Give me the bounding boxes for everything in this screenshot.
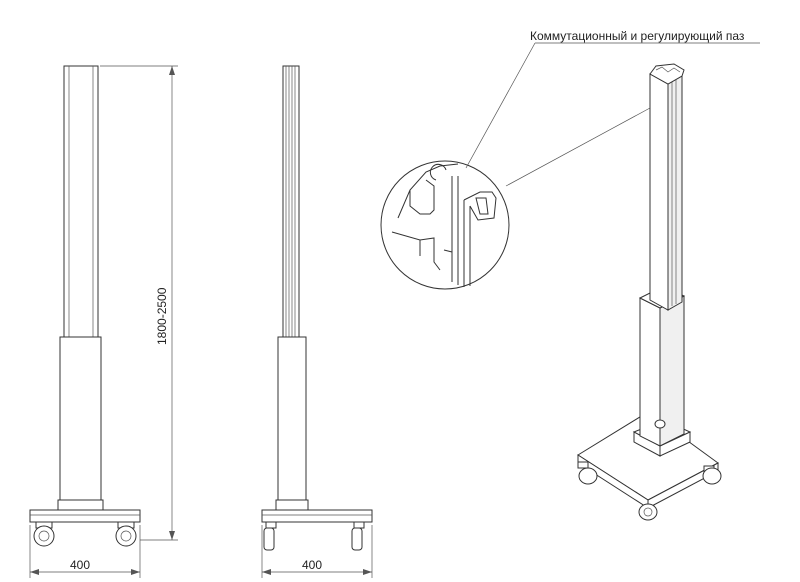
isometric-view [577,63,722,521]
detail-circle [380,160,510,290]
front-width-label: 400 [70,558,90,572]
side-left-caster [263,521,277,551]
iso-caster-right [702,465,722,485]
front-lower-column [59,336,102,503]
side-lower-column [277,336,307,503]
detail-view: Коммутационный и регулирующий паз [380,29,760,290]
callout-label: Коммутационный и регулирующий паз [530,29,745,43]
side-width-label: 400 [302,558,322,572]
callout-leader-upper [465,42,536,169]
front-right-caster [115,521,137,547]
side-upper-column [282,65,300,339]
front-base-block [57,499,104,511]
front-height-dimension [100,65,178,541]
front-width-dimension [29,525,141,578]
side-foot-plate [261,509,373,523]
detail-profile [391,163,497,287]
side-base-block [275,499,309,511]
front-left-caster [33,521,55,547]
iso-caster-front [638,503,658,521]
iso-upper-column [649,73,669,311]
front-view: 1800-2500 400 [29,65,178,578]
iso-caster-left [577,461,598,485]
side-view: 400 [261,65,373,578]
front-height-label: 1800-2500 [155,287,169,345]
side-width-dimension [261,525,373,578]
side-right-caster [351,521,365,551]
front-foot-plate [29,509,141,523]
callout-leader-lower [505,107,651,187]
front-upper-column [63,65,99,339]
iso-caster-back [654,419,666,429]
